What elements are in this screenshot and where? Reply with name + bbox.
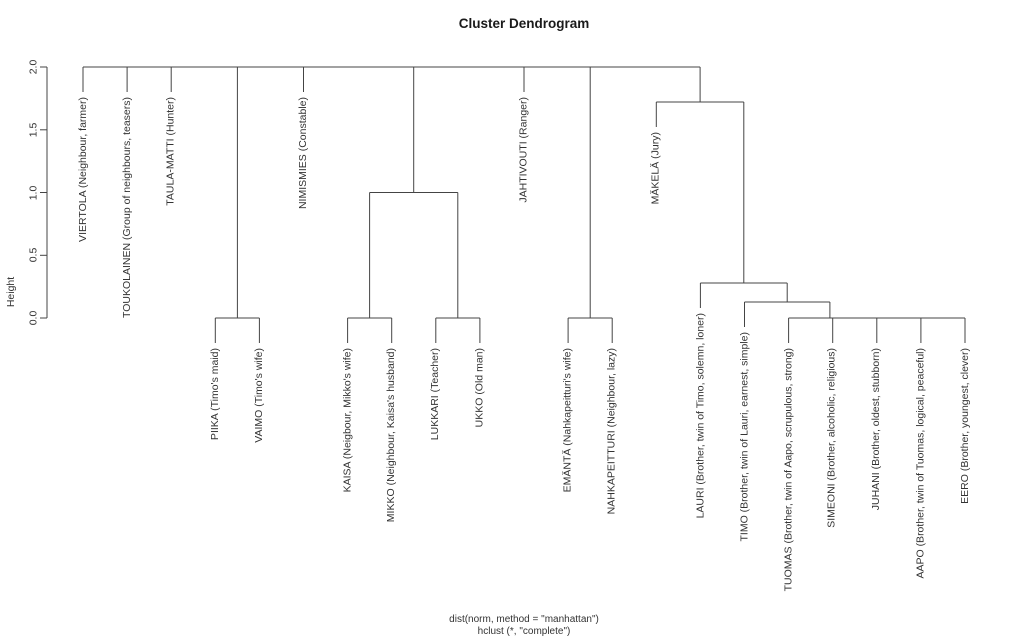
chart-title: Cluster Dendrogram [458,16,590,31]
leaf-label: VAIMO (Timo's wife) [252,348,265,443]
leaf-label: EERO (Brother, youngest, clever) [958,348,971,504]
leaf-label: TIMO (Brother, twin of Lauri, earnest, s… [738,332,750,542]
y-tick-label: 1.0 [27,185,40,200]
leaf-label: EMÄNTÄ (Nahkapeitturi's wife) [561,348,574,493]
y-tick-label: 0.0 [27,310,40,326]
leaf-label: MIKKO (Neighbour, Kaisa's husband) [385,348,398,523]
leaf-label: LAURI (Brother, twin of Timo, solemn, lo… [693,313,706,519]
caption-distance: dist(norm, method = "manhattan") [449,614,599,625]
leaf-label: TOUKOLAINEN (Group of neighbours, teaser… [120,97,133,318]
y-tick-label: 2.0 [27,59,40,75]
leaf-label: KAISA (Neigbour, Mikko's wife) [341,348,354,493]
leaf-label: TUOMAS (Brother, twin of Aapo, scrupulou… [782,348,795,592]
y-tick-label: 1.5 [27,122,40,138]
caption-linkage: hclust (*, "complete") [477,625,571,637]
leaf-label: PIIKA (Timo's maid) [208,348,221,441]
leaf-label: JUHANI (Brother, oldest, stubborn) [870,348,883,511]
leaf-label: TAULA-MATTI (Hunter) [164,97,177,206]
leaf-label: SIMEONI (Brother, alcoholic, religious) [826,348,839,528]
leaf-label: MÄKELÄ (Jury) [649,132,662,205]
leaf-label: UKKO (Old man) [473,348,486,428]
caption: dist(norm, method = "manhattan") hclust … [24,614,1024,637]
leaf-label: VIERTOLA (Neighbour, farmer) [76,97,89,242]
leaf-label: NIMISMIES (Constable) [297,97,309,210]
leaf-label: JAHTIVOUTI (Ranger) [517,97,530,203]
leaf-label: LUKKARI (Teacher) [429,348,442,441]
leaf-label: AAPO (Brother, twin of Tuomas, logical, … [914,348,927,579]
leaf-label: NAHKAPEITTURI (Neighbour, lazy) [605,348,618,515]
y-tick-label: 0.5 [27,247,40,263]
y-axis-label: Height [5,276,18,308]
